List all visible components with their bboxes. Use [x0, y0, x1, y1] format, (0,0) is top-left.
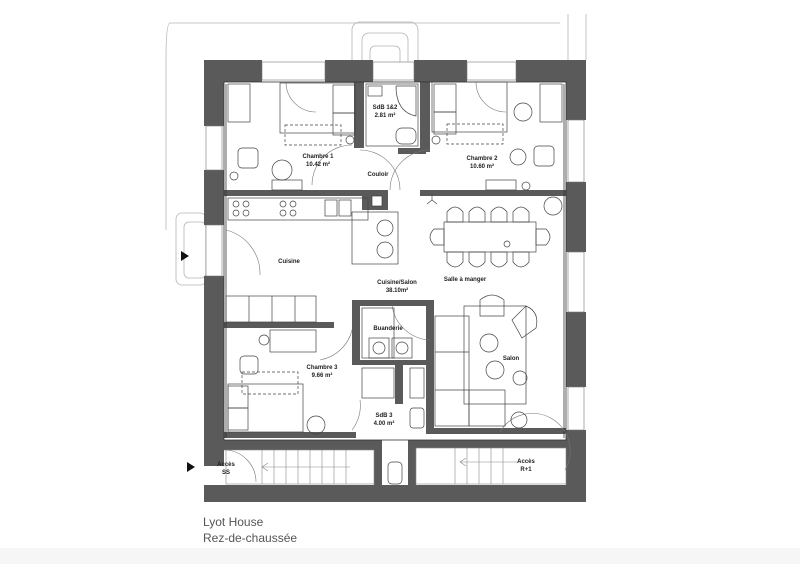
stairs [225, 447, 567, 485]
bottom-band [0, 548, 800, 564]
dining-chairs [429, 206, 551, 268]
plan-title: Lyot House [203, 515, 264, 529]
chambre1-furniture [227, 82, 356, 191]
site-outline [165, 14, 587, 286]
buanderie-fixtures [361, 307, 425, 485]
kitchen-fixtures [227, 195, 399, 265]
chambre2-furniture [431, 81, 563, 191]
salon-furniture [434, 294, 538, 429]
room-label-buanderie: Buanderie [373, 326, 403, 332]
plan-level: Rez-de-chaussée [203, 531, 298, 545]
entry-arrow-west-icon [181, 251, 189, 261]
entry-arrows [181, 251, 195, 472]
room-label-cuisine: Cuisine [278, 259, 300, 265]
interior-walls [224, 80, 566, 438]
room-outlines [223, 81, 567, 441]
room-label-salle-a-manger: Salle à manger [443, 277, 487, 283]
exterior-walls [204, 60, 586, 502]
room-label-couloir: Couloir [367, 172, 389, 178]
chambre3-furniture [225, 295, 326, 435]
room-label-salon: Salon [502, 356, 520, 362]
windows [205, 61, 585, 431]
dining-table [426, 194, 563, 268]
entry-arrow-southwest-icon [187, 462, 195, 472]
door-swings [223, 81, 571, 483]
sdb12-fixtures [365, 83, 419, 147]
